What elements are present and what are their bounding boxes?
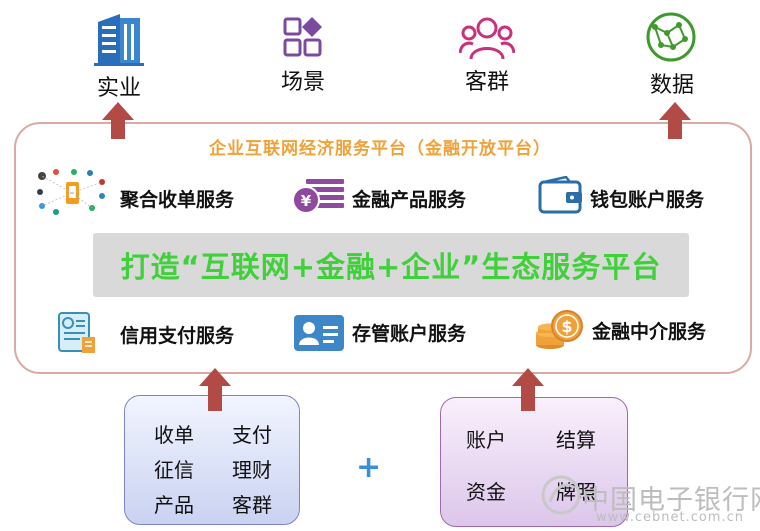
top-label-data: 数据 — [649, 73, 694, 98]
capability-box-left — [124, 395, 300, 525]
credit-report-icon — [58, 312, 95, 353]
plus-sign: + — [356, 450, 382, 485]
up-arrow-bottom-right — [512, 368, 544, 411]
top-label-scene: 场景 — [280, 70, 325, 95]
right-cell-settlement: 结算 — [556, 428, 596, 452]
network-globe-icon — [646, 12, 696, 62]
service-credit-payment: 信用支付服务 — [120, 325, 235, 347]
left-cell-credit: 征信 — [154, 458, 194, 482]
service-financial-products: 金融产品服务 — [352, 189, 467, 211]
service-custody-account: 存管账户服务 — [352, 323, 467, 345]
capability-box-right — [440, 397, 628, 527]
left-cell-customers: 客群 — [232, 493, 272, 517]
watermark-logo-icon — [541, 475, 581, 515]
up-arrow-right — [659, 102, 691, 139]
top-label-industry: 实业 — [96, 76, 141, 101]
watermark-url: www.cebnet.com.cn — [596, 510, 744, 525]
coin-stack-icon: $ — [536, 310, 583, 349]
left-cell-acquiring: 收单 — [154, 423, 194, 447]
service-wallet-account: 钱包账户服务 — [590, 189, 705, 211]
service-aggregate-acquiring: 聚合收单服务 — [120, 189, 235, 211]
right-cell-funds: 资金 — [466, 480, 506, 504]
up-arrow-bottom-left — [199, 368, 231, 411]
right-cell-account: 账户 — [466, 428, 506, 452]
people-icon — [459, 17, 515, 60]
left-cell-product: 产品 — [154, 493, 194, 517]
id-card-icon — [294, 315, 344, 351]
left-cell-wealth: 理财 — [232, 458, 272, 482]
svg-text:¥: ¥ — [301, 192, 312, 210]
ecosystem-banner: 打造“互联网+金融+企业”生态服务平台 — [93, 233, 689, 297]
watermark-text: 中国电子银行网 — [582, 485, 760, 516]
wallet-icon — [538, 176, 582, 214]
building-icon — [94, 14, 144, 66]
service-financial-intermediary: 金融中介服务 — [592, 321, 707, 343]
left-cell-payment: 支付 — [232, 423, 272, 447]
yuan-coin-icon: ¥ — [292, 179, 344, 214]
top-label-customers: 客群 — [464, 70, 509, 95]
svg-text:$: $ — [561, 317, 572, 336]
payment-apps-icon — [37, 169, 105, 215]
up-arrow-left — [102, 102, 134, 139]
grid-icon — [283, 17, 322, 57]
platform-title: 企业互联网经济服务平台（金融开放平台） — [209, 139, 551, 159]
